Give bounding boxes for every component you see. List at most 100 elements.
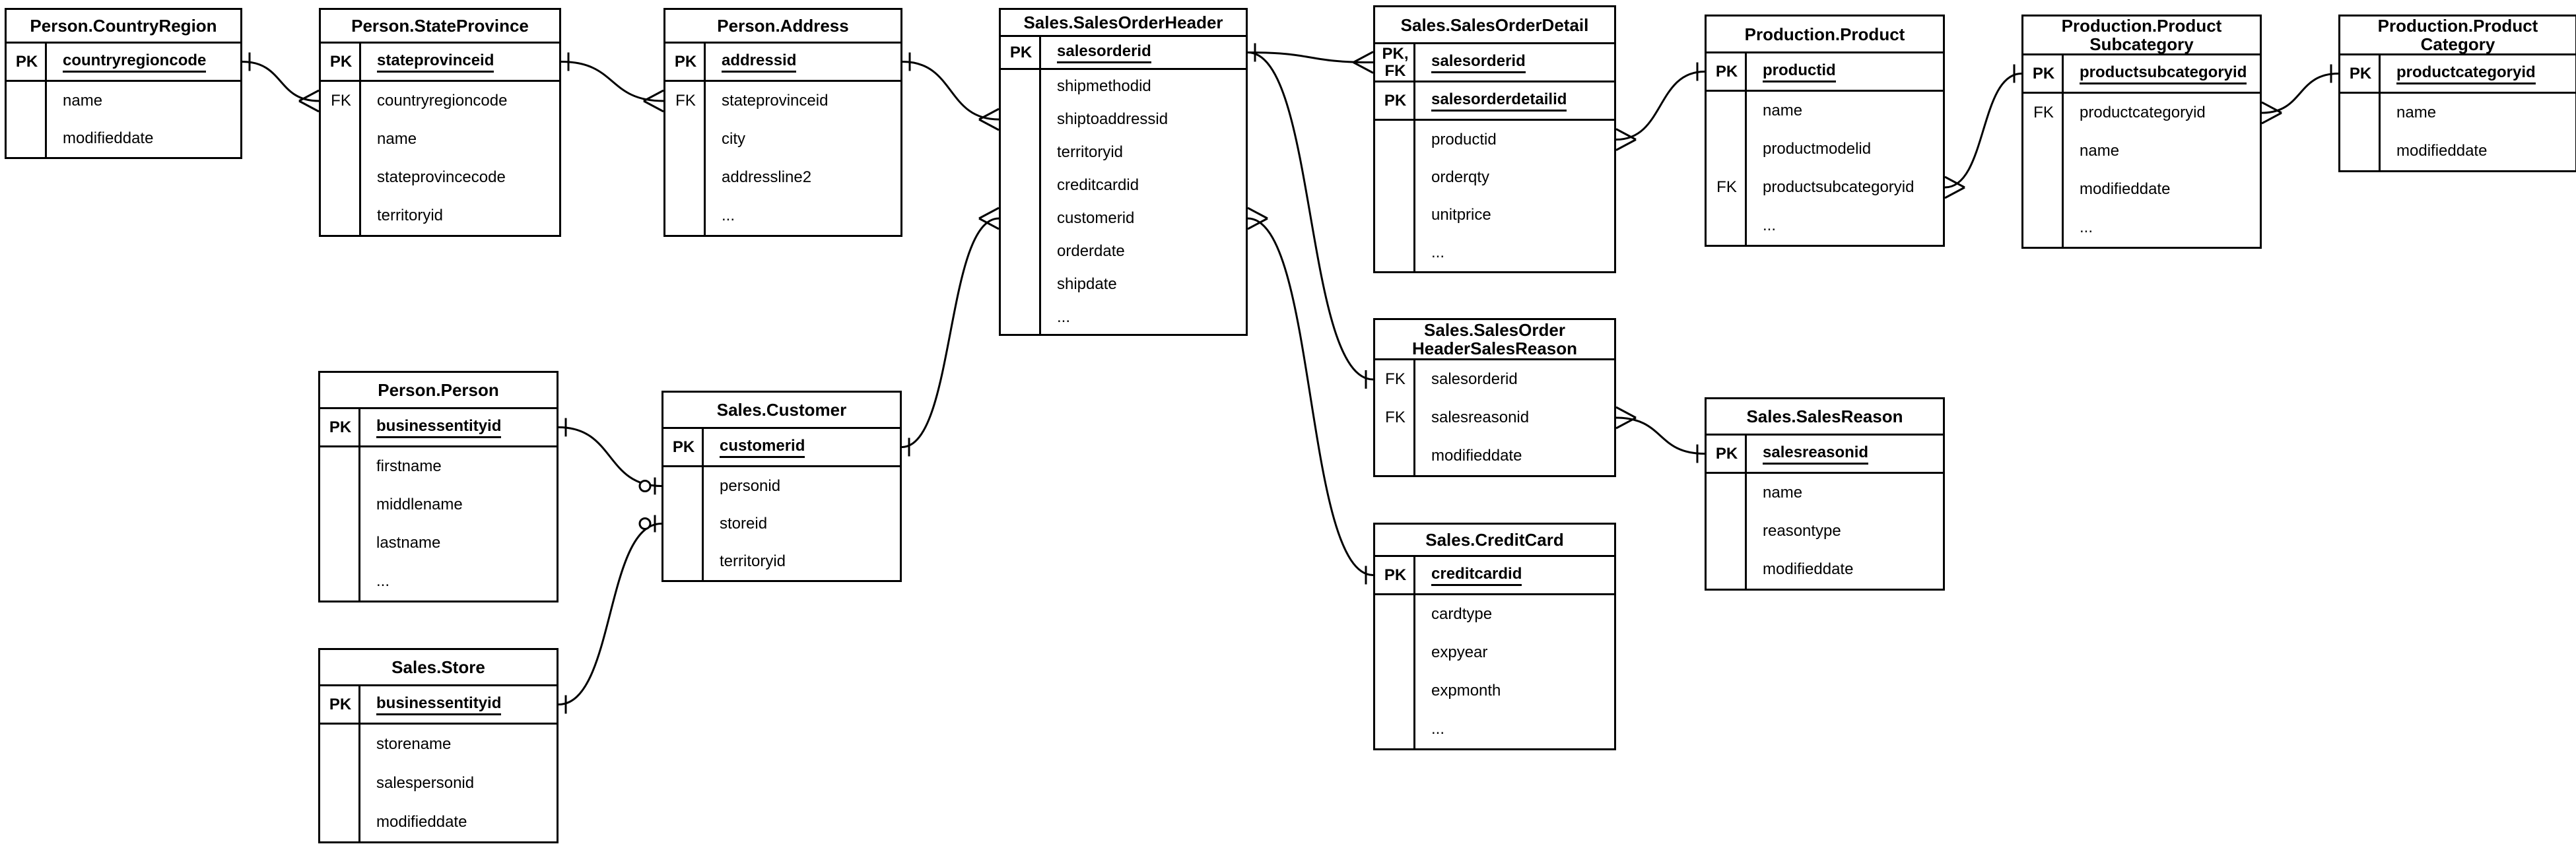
attribute-name: ... (1431, 243, 1445, 261)
key-label (1001, 70, 1041, 103)
attr-row-modifieddate: modifieddate (1375, 437, 1614, 475)
attribute-name: creditcardid (1431, 565, 1522, 586)
attr-row-city: city (665, 120, 900, 158)
relationship-product-productsubcategory (1944, 73, 2022, 189)
key-column-divider (359, 44, 361, 235)
cardinality-many-crowfoot (1944, 176, 1965, 199)
attribute-name: modifieddate (2396, 142, 2488, 160)
attribute-name: ... (1431, 720, 1445, 738)
key-label (320, 802, 360, 841)
attribute-name: expyear (1431, 643, 1488, 661)
attribute-name: modifieddate (2080, 180, 2171, 198)
key-label (1001, 136, 1041, 169)
attr-row-productid: productid (1375, 121, 1614, 158)
key-label: PK (15, 52, 38, 71)
attribute-name: salesreasonid (1763, 443, 1869, 465)
key-label (665, 158, 706, 197)
attribute-name: ... (376, 572, 390, 590)
attribute-name: shipmethodid (1057, 77, 1151, 95)
attr-row-: ... (320, 562, 557, 601)
key-label (2023, 170, 2064, 209)
entity-title-salesreason: Sales.SalesReason (1707, 399, 1943, 436)
key-column-divider (1745, 53, 1747, 245)
attribute-name: expmonth (1431, 682, 1501, 700)
key-label (1375, 196, 1415, 234)
key-column-divider (45, 44, 47, 157)
cardinality-many-crowfoot (978, 108, 1000, 131)
attribute-name: middlename (376, 496, 463, 513)
key-label (320, 486, 360, 524)
attribute-name: name (377, 130, 417, 148)
key-label (1001, 169, 1041, 202)
attr-row-territoryid: territoryid (663, 542, 900, 580)
relationship-countryregion-stateprovince (242, 61, 320, 102)
attr-row-name: name (2340, 94, 2575, 132)
cardinality-many-crowfoot (1615, 128, 1637, 151)
key-label (1001, 202, 1041, 235)
attr-row-name: name (1707, 92, 1943, 130)
key-label: PK (329, 52, 353, 71)
attr-row-: ... (2023, 209, 2260, 247)
key-label: FK (331, 92, 351, 110)
key-label (1707, 207, 1747, 245)
attr-row-shipdate: shipdate (1001, 268, 1246, 301)
key-label (2023, 209, 2064, 247)
key-label (7, 82, 47, 119)
key-label (321, 120, 361, 158)
attr-row-modifieddate: modifieddate (320, 802, 557, 841)
attribute-name: productmodelid (1763, 140, 1872, 158)
attr-row-name: name (2023, 132, 2260, 170)
attribute-name: name (2396, 104, 2437, 121)
attr-row-unitprice: unitprice (1375, 196, 1614, 234)
key-label (663, 505, 704, 542)
attribute-name: name (63, 91, 103, 110)
attr-row-name: name (1707, 474, 1943, 512)
entity-title-stateprovince: Person.StateProvince (321, 10, 559, 44)
attr-row-shipmethodid: shipmethodid (1001, 70, 1246, 103)
key-label (320, 524, 360, 562)
attr-row-storename: storename (320, 725, 557, 764)
attribute-name: creditcardid (1057, 176, 1139, 194)
key-label (665, 197, 706, 235)
key-column-divider (358, 409, 360, 601)
attr-row-modifieddate: modifieddate (2340, 132, 2575, 170)
attribute-name: name (1763, 102, 1803, 119)
attribute-name: stateprovinceid (377, 51, 494, 73)
attr-row-modifieddate: modifieddate (2023, 170, 2260, 209)
attr-row-lastname: lastname (320, 524, 557, 562)
key-column-divider (704, 44, 706, 235)
attr-row-customerid: customerid (1001, 202, 1246, 235)
relationship-stateprovince-address (560, 61, 664, 102)
key-label: PK (1384, 91, 1407, 110)
key-label: FK (675, 92, 696, 110)
attr-row-territoryid: territoryid (321, 197, 559, 235)
key-label: PK (1009, 43, 1033, 61)
attribute-name: businessentityid (376, 694, 502, 715)
cardinality-many-crowfoot (2261, 101, 2282, 125)
key-row-stateprovinceid: PK stateprovinceid (321, 44, 559, 82)
attribute-name: reasontype (1763, 522, 1841, 540)
